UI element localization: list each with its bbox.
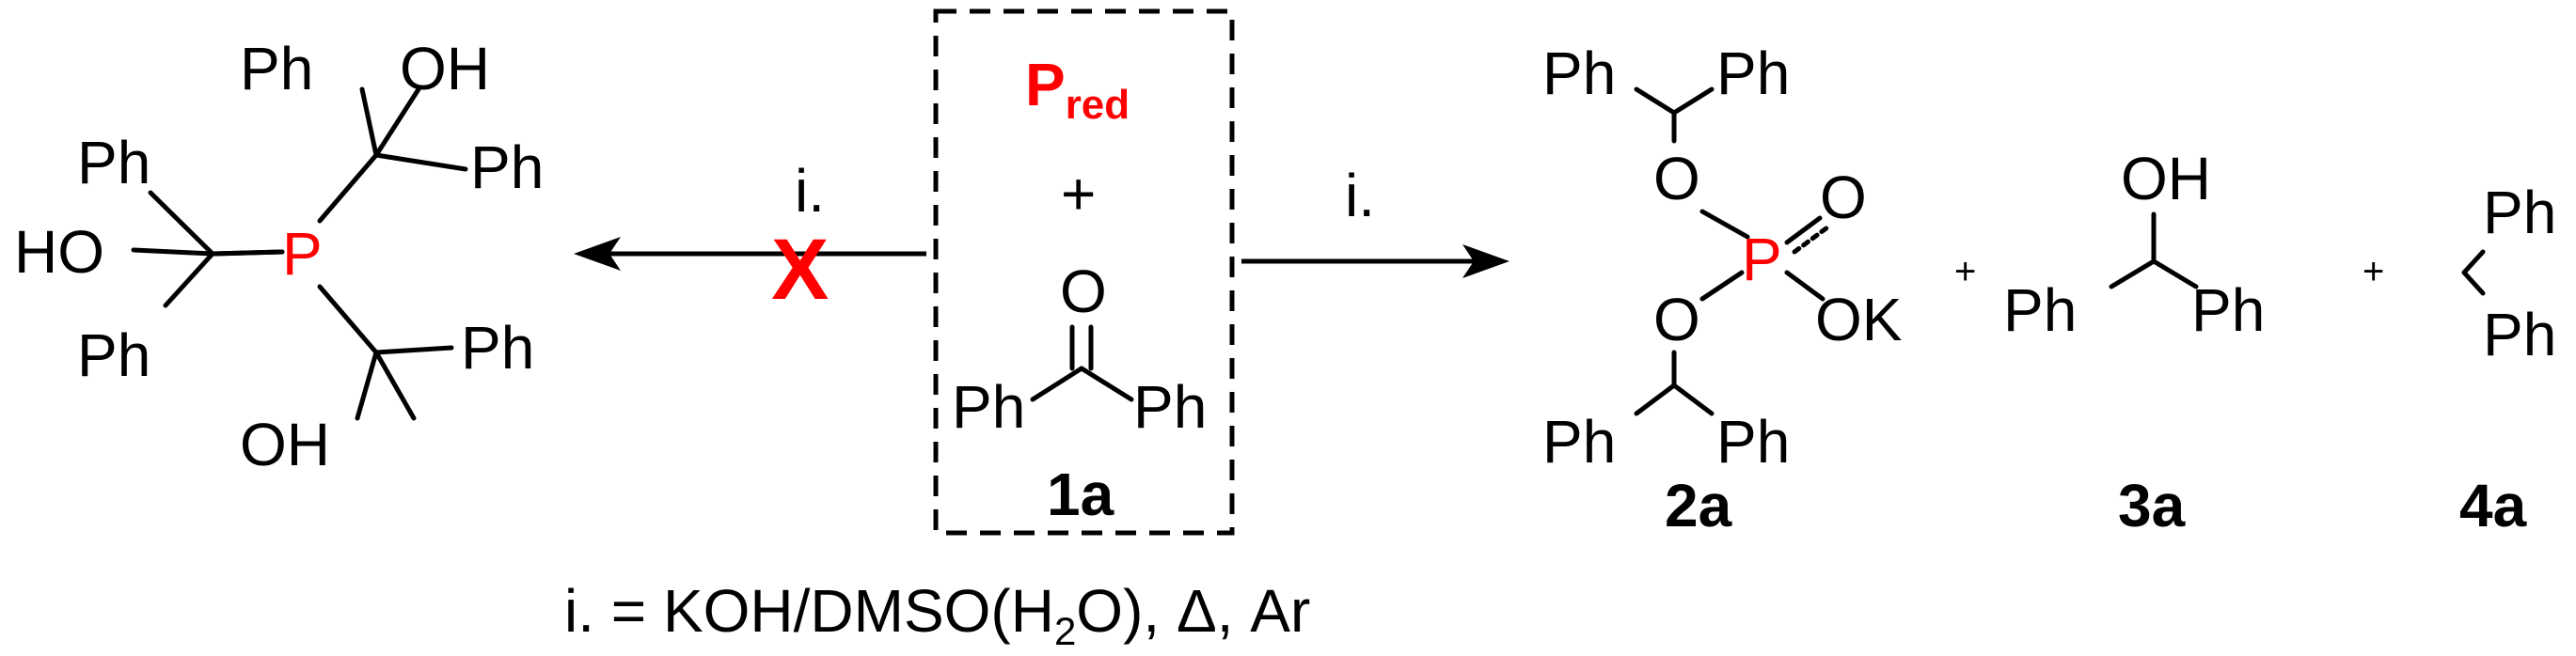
dashed-box [933,8,1235,536]
phosphorus-atom: P [1742,226,1782,293]
bond [373,350,417,421]
product-3a-structure: OH Ph Ph 3a [2003,145,2265,539]
phenyl-label: Ph [952,373,1025,441]
hydroxyl-label: HO [14,218,104,286]
phenyl-label: Ph [77,321,150,389]
bond [373,152,468,172]
bond [131,247,215,257]
reaction-conditions: i. = KOH/DMSO(H2O), Δ, Ar [564,577,1310,653]
phenyl-label: Ph [1542,408,1616,476]
phenyl-label: Ph [240,35,313,102]
arrow-head [1462,244,1509,278]
plus-sign: + [1954,251,1976,292]
bond [1030,366,1084,402]
product-4a-structure: Ph Ph 4a [2459,179,2556,539]
compound-label-4a: 4a [2459,472,2527,539]
bond [1634,86,1677,116]
bond [148,190,215,257]
phenyl-label: Ph [2003,276,2077,344]
phenyl-label: Ph [1133,373,1207,441]
potassium-oxide-label: OK [1815,286,1902,353]
bond [317,284,379,355]
plus-sign: + [1061,160,1096,227]
bond [210,249,285,257]
carbonyl-oxygen-label: O [1060,258,1107,325]
bond [1784,215,1823,245]
bond [1671,383,1715,416]
reactant-box: Pred + O Ph Ph 1a [933,8,1235,536]
plus-sign: + [2363,251,2384,292]
arrow-condition-label: i. [795,157,825,225]
hydroxyl-label: OH [400,35,490,102]
oxygen-label: O [1820,164,1867,231]
bond [317,152,379,224]
phenyl-label: OH [240,411,330,478]
bond [1699,209,1750,240]
blocked-x-mark: X [771,222,829,318]
bond [1784,270,1825,302]
bond [1079,366,1134,402]
oxygen-label: O [1653,145,1700,212]
bond [1792,225,1830,255]
compound-label-3a: 3a [2118,472,2186,539]
compound-label-1a: 1a [1047,461,1114,528]
bond [163,251,215,308]
phenyl-label: Ph [1542,39,1616,107]
bond [1699,270,1745,302]
bond [355,350,379,421]
bond [1671,86,1715,116]
bond [2461,249,2486,275]
bond [359,86,379,158]
reaction-arrow: i. [1241,162,1509,278]
blocked-reaction-arrow: i. X [574,157,926,318]
bond [373,86,421,158]
phenyl-label: Ph [77,129,150,196]
oxygen-label: O [1653,286,1700,353]
red-phosphorus-label: Pred [1025,51,1130,128]
bond [373,345,454,355]
compound-label-2a: 2a [1665,472,1732,539]
hydroxyl-label: OH [2121,145,2211,212]
phenyl-label: Ph [1716,408,1790,476]
product-2a-structure: Ph Ph O P O O OK Ph Ph 2a [1542,39,1902,539]
phenyl-label: Ph [470,133,544,201]
arrow-condition-label: i. [1345,162,1375,229]
phenyl-label: Ph [1716,39,1790,107]
phenyl-label: Ph [2191,276,2265,344]
bond [2109,258,2157,289]
left-product-structure: P Ph OH Ph HO Ph Ph Ph OH [14,35,544,478]
phenyl-label: Ph [461,314,534,382]
phenyl-label: Ph [2483,179,2556,246]
bond [2461,270,2486,296]
phenyl-label: Ph [2483,301,2556,368]
bond [2151,258,2199,289]
arrow-head [574,237,621,271]
bond [1634,383,1677,416]
phosphorus-atom: P [282,220,323,288]
